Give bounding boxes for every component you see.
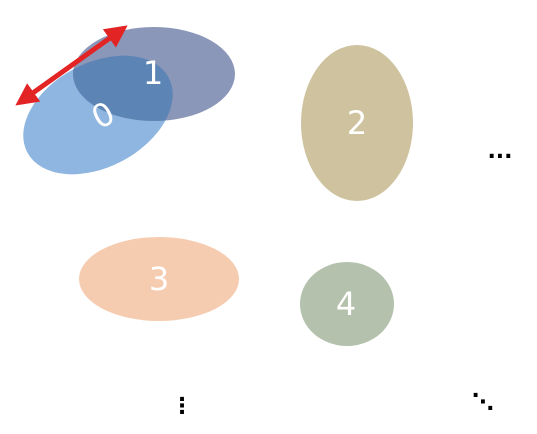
vertical-ellipsis: ⋮ — [171, 394, 193, 419]
ellipse-3 — [79, 237, 239, 321]
double-arrow-icon — [15, 25, 128, 106]
ellipse-2-label: 2 — [347, 104, 367, 142]
ellipse-4-label: 4 — [336, 285, 356, 323]
ellipse-1-label: 1 — [143, 54, 163, 92]
ellipse-2 — [301, 45, 413, 201]
diagonal-ellipsis: ⋱ — [472, 390, 494, 415]
ellipse-3-label: 3 — [149, 260, 169, 298]
ellipse-4 — [300, 262, 394, 346]
horizontal-ellipsis: ... — [487, 139, 512, 164]
